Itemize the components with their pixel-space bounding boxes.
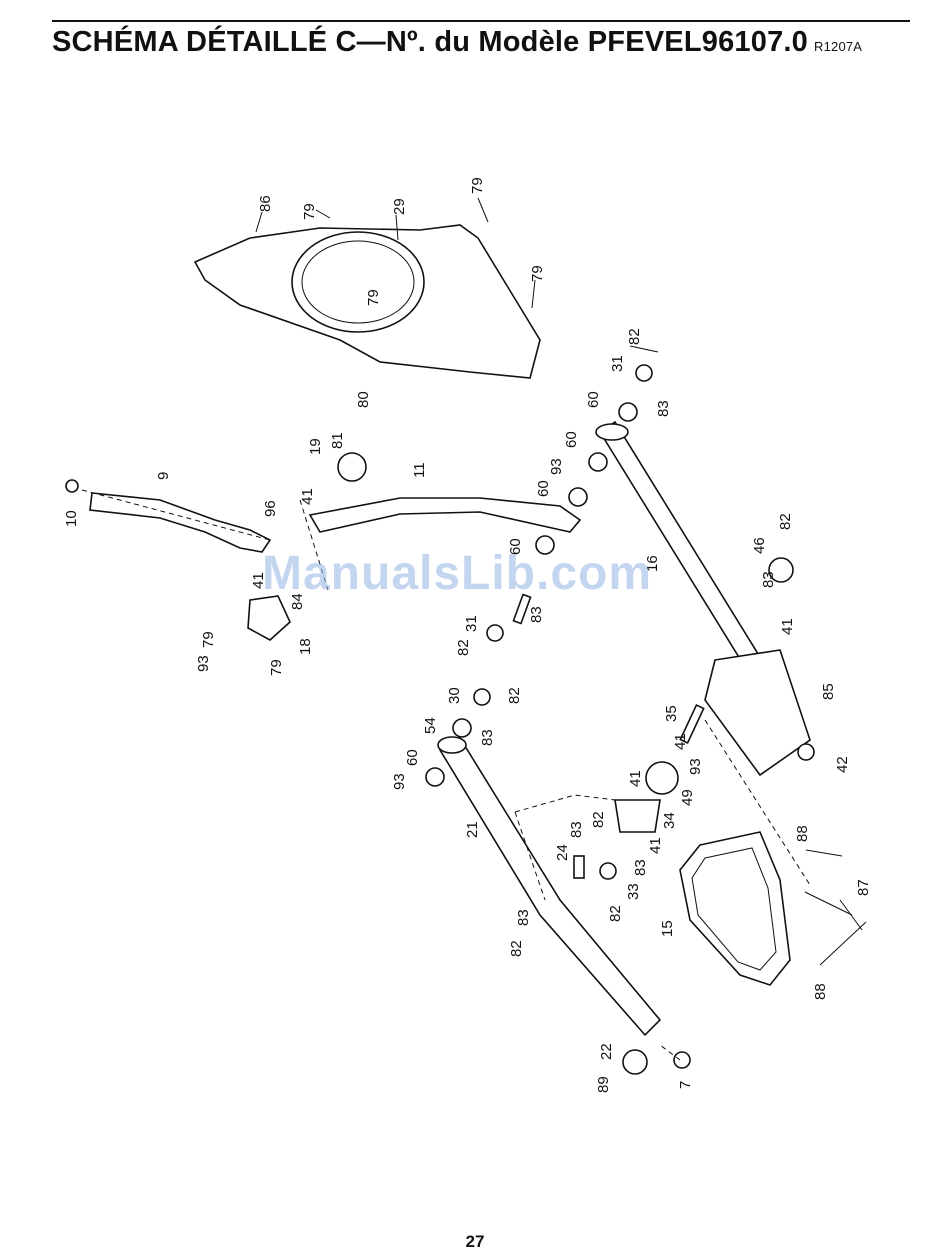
label-93: 93: [195, 655, 212, 672]
page-number: 27: [0, 1232, 950, 1252]
label-88: 88: [794, 825, 811, 842]
label-41: 41: [647, 837, 664, 854]
label-60: 60: [563, 431, 580, 448]
label-83: 83: [479, 729, 496, 746]
label-82: 82: [607, 905, 624, 922]
label-7: 7: [677, 1081, 694, 1089]
cover-window: [292, 232, 424, 332]
label-9: 9: [155, 472, 172, 480]
label-29: 29: [391, 198, 408, 215]
label-10: 10: [63, 510, 80, 527]
label-60: 60: [585, 391, 602, 408]
label-88: 88: [812, 983, 829, 1000]
label-15: 15: [659, 920, 676, 937]
label-82: 82: [455, 639, 472, 656]
label-33: 33: [625, 883, 642, 900]
label-93: 93: [391, 773, 408, 790]
label-31: 31: [463, 615, 480, 632]
label-18: 18: [297, 638, 314, 655]
label-83: 83: [515, 909, 532, 926]
label-82: 82: [626, 328, 643, 345]
label-19: 19: [307, 438, 324, 455]
label-79: 79: [365, 289, 382, 306]
label-82: 82: [777, 513, 794, 530]
label-85: 85: [820, 683, 837, 700]
label-21: 21: [464, 821, 481, 838]
watermark: ManualsLib.com: [262, 546, 652, 601]
label-22: 22: [598, 1043, 615, 1060]
label-11: 11: [411, 462, 428, 478]
label-96: 96: [262, 500, 279, 517]
label-41: 41: [672, 733, 689, 750]
label-41: 41: [299, 488, 316, 505]
label-42: 42: [834, 756, 851, 773]
label-31: 31: [609, 355, 626, 372]
label-86: 86: [257, 195, 274, 212]
label-82: 82: [508, 940, 525, 957]
label-49: 49: [679, 789, 696, 806]
label-79: 79: [529, 265, 546, 282]
label-83: 83: [632, 859, 649, 876]
label-41: 41: [627, 770, 644, 787]
label-79: 79: [301, 203, 318, 220]
label-35: 35: [663, 705, 680, 722]
label-46: 46: [751, 537, 768, 554]
label-82: 82: [590, 811, 607, 828]
label-81: 81: [329, 432, 346, 449]
label-89: 89: [595, 1076, 612, 1093]
label-82: 82: [506, 687, 523, 704]
label-83: 83: [568, 821, 585, 838]
upright-tube-part: [310, 498, 580, 532]
label-83: 83: [655, 400, 672, 417]
label-24: 24: [554, 844, 571, 861]
label-60: 60: [535, 480, 552, 497]
label-83: 83: [760, 571, 777, 588]
label-87: 87: [855, 879, 872, 896]
label-54: 54: [422, 717, 439, 734]
label-93: 93: [687, 758, 704, 775]
label-79: 79: [268, 659, 285, 676]
label-93: 93: [548, 458, 565, 475]
label-79: 79: [469, 177, 486, 194]
label-34: 34: [661, 812, 678, 829]
label-79: 79: [200, 631, 217, 648]
label-80: 80: [355, 391, 372, 408]
label-30: 30: [446, 687, 463, 704]
label-60: 60: [404, 749, 421, 766]
label-41: 41: [779, 618, 796, 635]
label-83: 83: [528, 606, 545, 623]
upper-arm-part: [90, 493, 270, 552]
